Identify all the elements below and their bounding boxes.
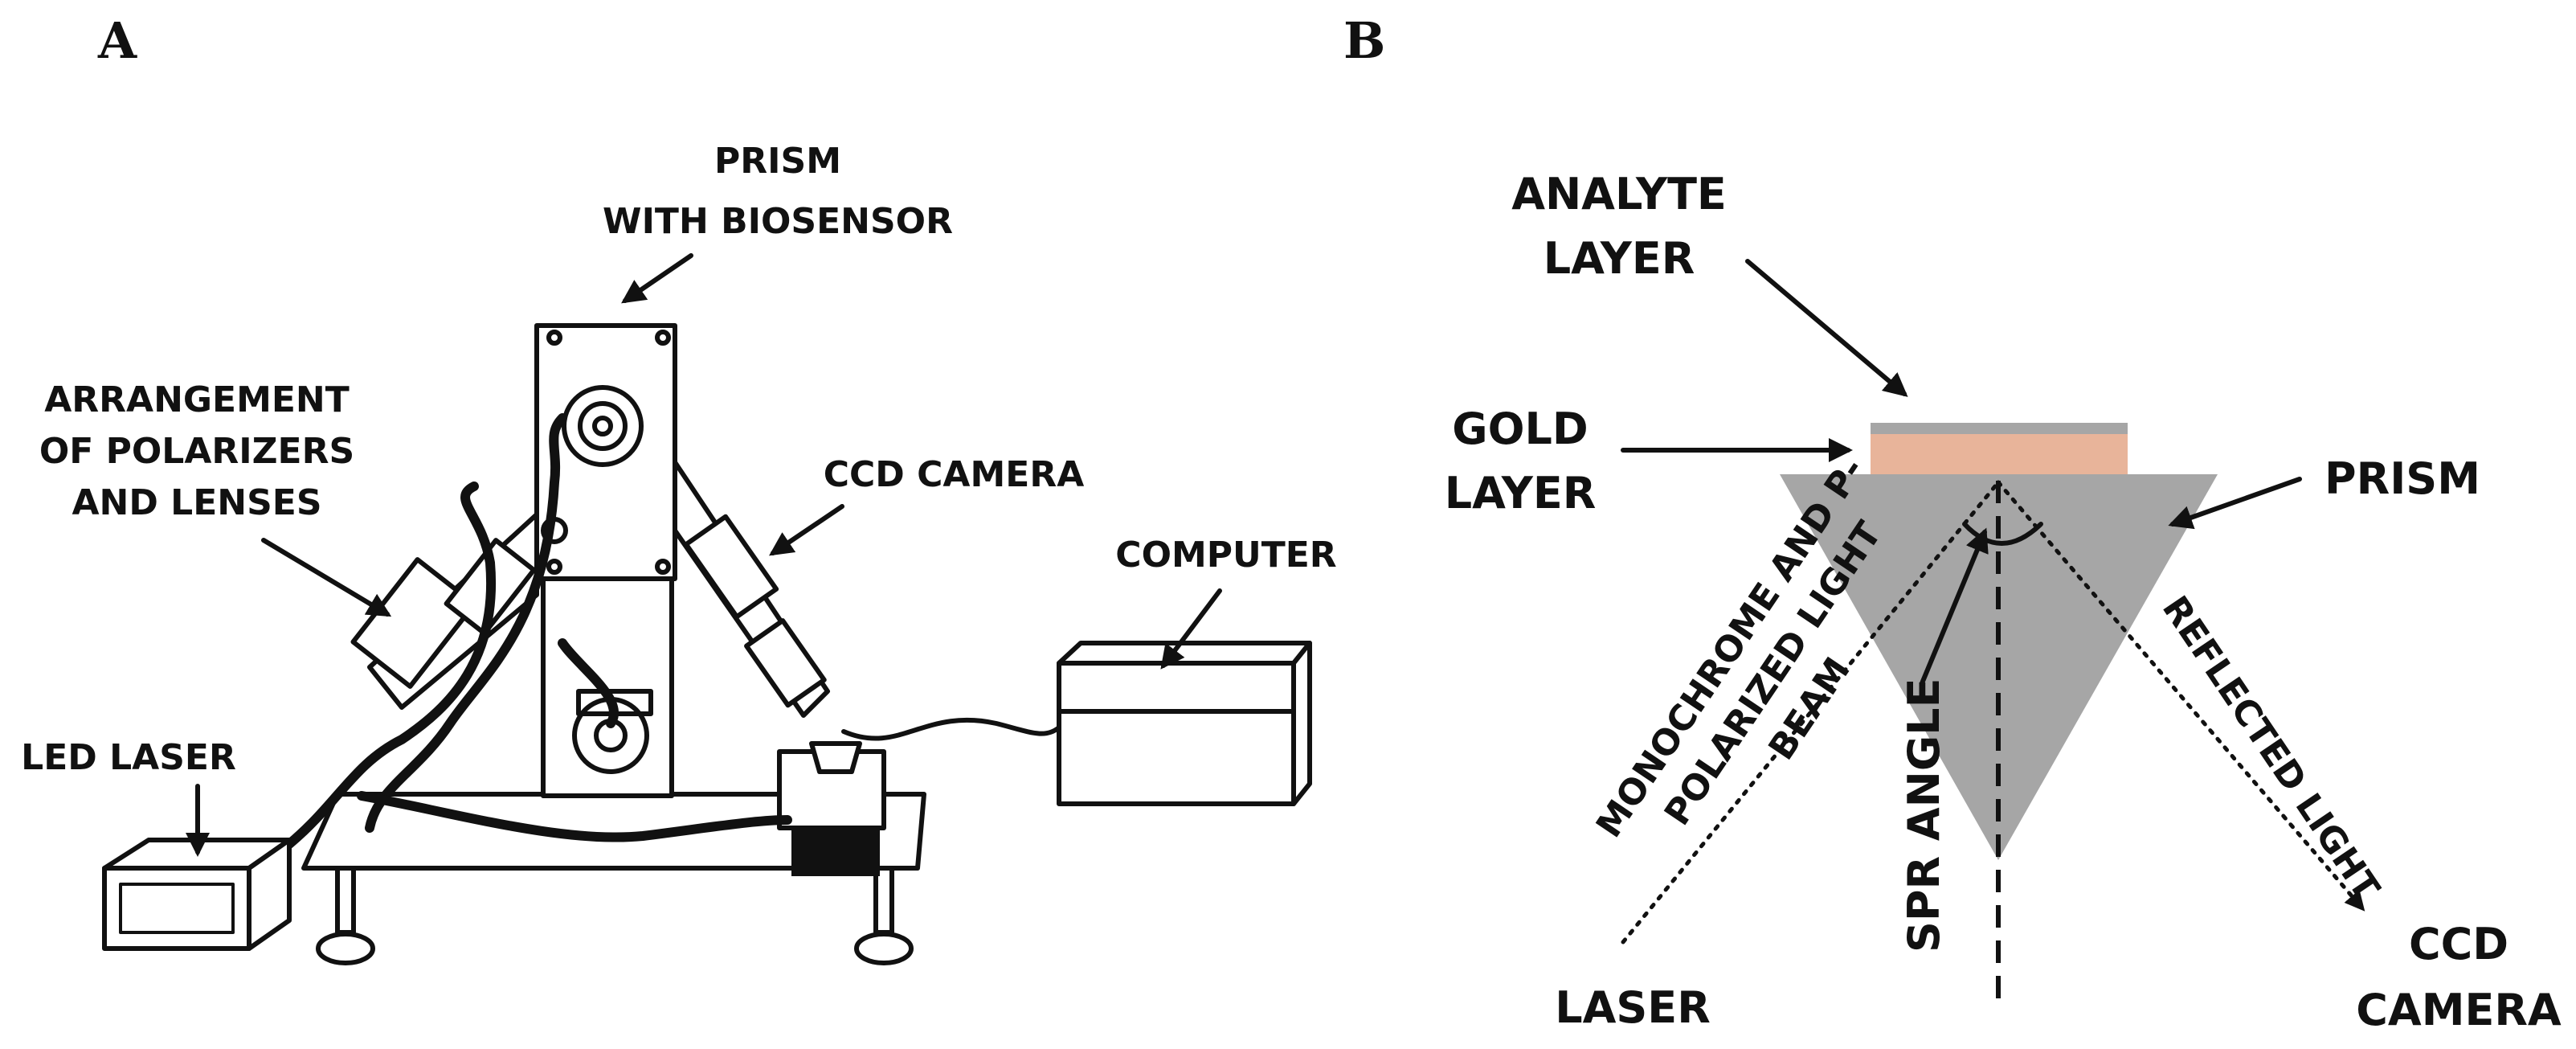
label-laser: LASER <box>1555 982 1711 1033</box>
incident-beam <box>1621 480 2001 945</box>
label-prism-line1: PRISM <box>714 141 841 182</box>
label-computer: COMPUTER <box>1115 535 1336 576</box>
panel-b: B ANALYTE LAYER GOLD LAYER PRISM MONOCHR… <box>1343 11 2562 1035</box>
arrow-ccd-camera <box>769 504 844 556</box>
label-beam-line1: MONOCHROME AND P- <box>1589 450 1873 845</box>
arrow-prism <box>621 253 693 304</box>
computer-box <box>1057 641 1312 806</box>
label-analyte-line1: ANALYTE <box>1511 169 1727 219</box>
panel-a: A <box>21 11 1337 965</box>
label-spr-angle: SPR ANGLE <box>1899 678 1949 953</box>
label-analyte-line2: LAYER <box>1544 233 1695 284</box>
cables <box>284 413 1061 849</box>
label-arrangement-line1: ARRANGEMENT <box>44 379 350 420</box>
label-arrangement-line2: OF POLARIZERS <box>39 431 354 472</box>
arrow-arrangement <box>261 538 392 617</box>
panel-a-letter: A <box>97 11 137 70</box>
gold-layer <box>1871 434 2128 474</box>
label-gold-line1: GOLD <box>1452 404 1588 454</box>
analyte-layer <box>1871 423 2128 434</box>
label-prism: PRISM <box>2325 453 2480 504</box>
label-ccd-line2: CAMERA <box>2356 985 2562 1035</box>
label-arrangement-line3: AND LENSES <box>72 482 321 523</box>
label-ccd-camera: CCD CAMERA <box>824 454 1085 495</box>
label-prism-line2: WITH BIOSENSOR <box>603 201 953 242</box>
reflected-beam <box>1996 480 2365 912</box>
arrow-spr-angle <box>1920 527 1989 686</box>
ccd-camera-device <box>673 460 886 876</box>
arrow-prism-b <box>2168 477 2302 530</box>
label-gold-line2: LAYER <box>1445 468 1597 518</box>
label-reflected-light: REFLECTED LIGHT <box>2154 589 2387 908</box>
arrow-computer <box>1160 588 1222 670</box>
prism-with-biosensor-device <box>534 323 677 798</box>
led-laser-box <box>102 838 292 951</box>
label-led-laser: LED LASER <box>21 737 236 778</box>
panel-b-letter: B <box>1343 11 1385 70</box>
label-ccd-line1: CCD <box>2409 919 2509 969</box>
arrow-analyte <box>1745 259 1908 397</box>
